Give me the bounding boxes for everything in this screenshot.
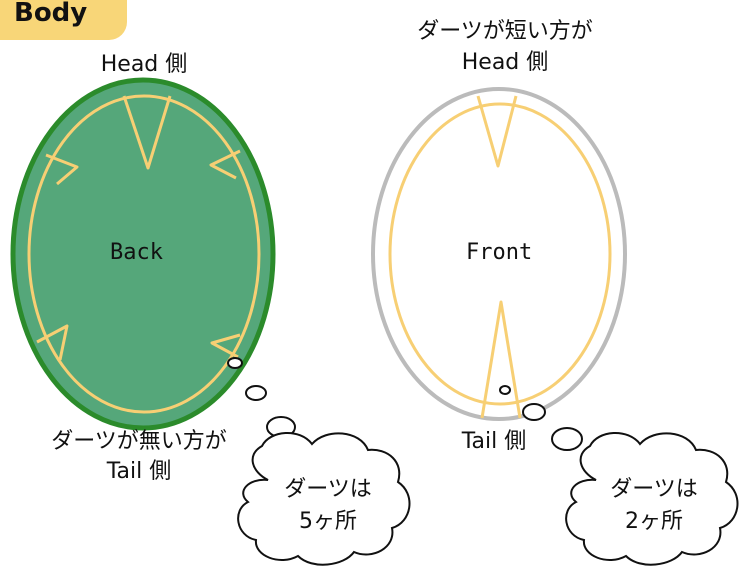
front-dart-bottom — [480, 300, 522, 419]
back-center-label: Back — [110, 240, 163, 265]
front-thought-bubble — [499, 385, 739, 566]
front-piece-seam-line — [388, 102, 612, 406]
back-cloud — [237, 431, 411, 566]
back-dart-upper-left — [45, 153, 79, 186]
back-dart-top — [122, 95, 172, 170]
front-center-label: Front — [466, 240, 533, 265]
back-piece — [10, 77, 276, 431]
back-bubble-line1: ダーツは — [284, 477, 372, 502]
back-bottom-label-line2: Tail 側 — [106, 459, 172, 484]
front-piece — [371, 87, 627, 421]
front-bubble-line2: 2ヶ所 — [625, 509, 683, 534]
front-piece-outline — [371, 87, 627, 421]
back-dart-upper-right — [209, 149, 241, 180]
body-tab-label: Body — [14, 0, 88, 28]
back-dart-lower-left — [36, 324, 69, 361]
front-dart-top — [476, 95, 518, 168]
back-bottom-label-line1: ダーツが無い方が — [51, 429, 227, 454]
back-bubble-line2: 5ヶ所 — [299, 509, 357, 534]
back-piece-seam-line — [27, 94, 261, 414]
back-top-label: Head 側 — [100, 52, 188, 77]
front-top-label-line1: ダーツが短い方が — [417, 19, 593, 44]
back-dart-lower-right — [210, 333, 241, 359]
front-cloud — [565, 431, 739, 566]
back-thought-bubble — [227, 357, 411, 566]
front-bubble-line1: ダーツは — [610, 477, 698, 502]
body-tab: Body — [0, 0, 127, 40]
front-top-label-line2: Head 側 — [461, 50, 549, 75]
front-bottom-label: Tail 側 — [461, 429, 527, 454]
